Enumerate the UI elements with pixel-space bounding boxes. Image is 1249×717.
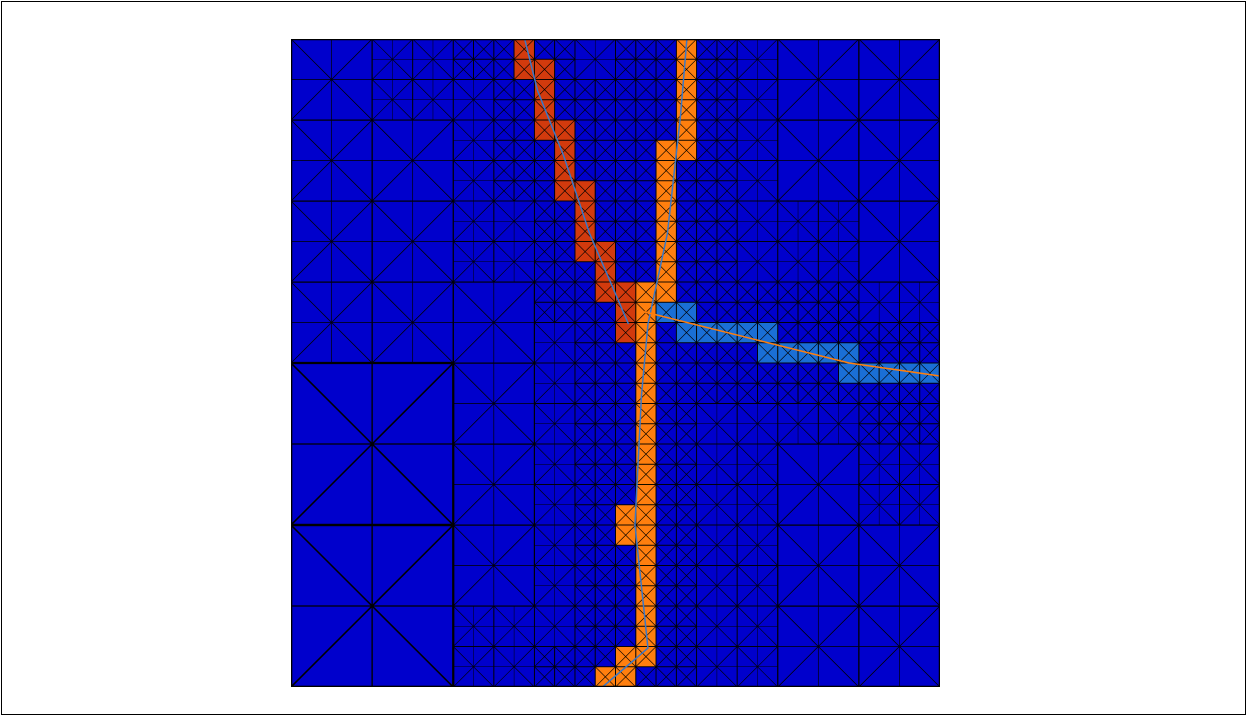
mesh-figure <box>291 39 940 687</box>
mesh-plot <box>291 39 940 687</box>
mesh-edges <box>291 39 940 687</box>
